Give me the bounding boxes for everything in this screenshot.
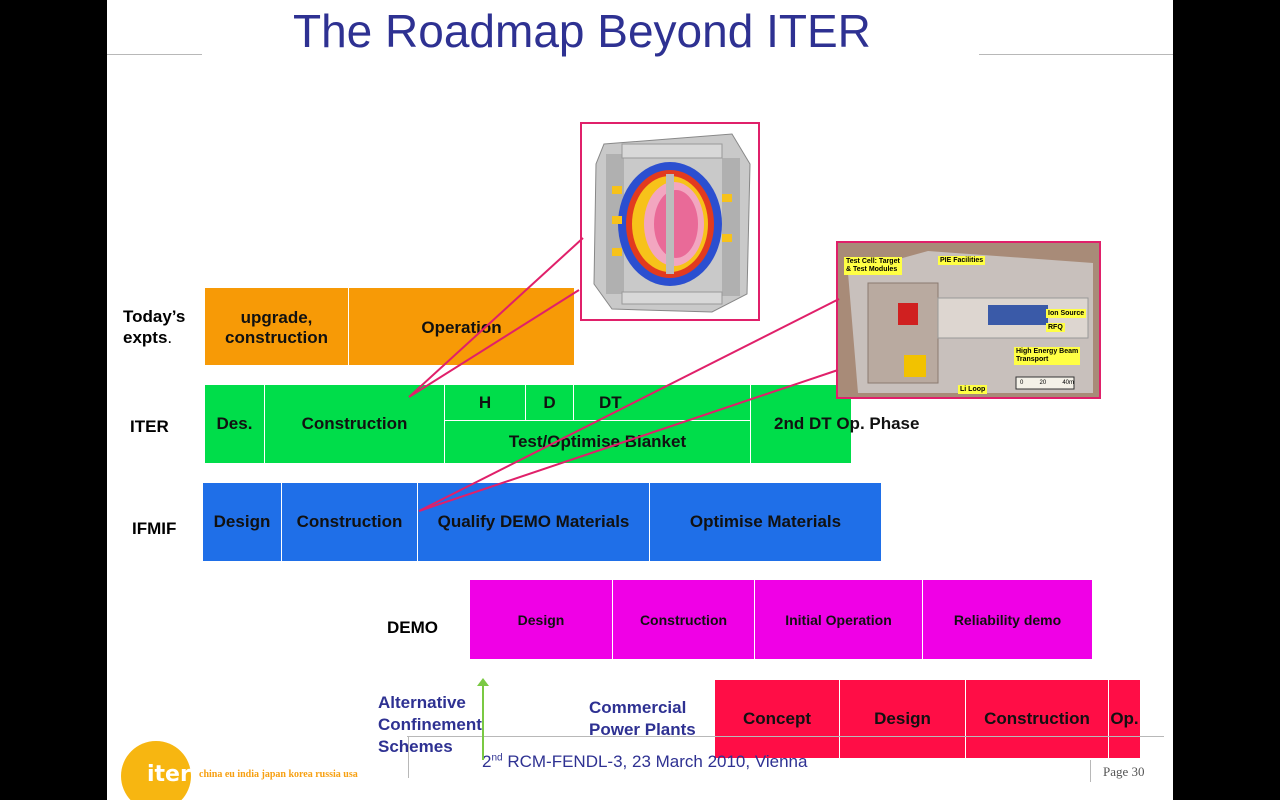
- commercial-construction-block: Construction: [984, 709, 1090, 728]
- callout-ion-source: Ion Source: [1046, 309, 1087, 318]
- demo-sep-1: [612, 580, 613, 659]
- callout-li-loop: Li Loop: [958, 385, 988, 394]
- conference-footer: 2nd RCM-FENDL-3, 23 March 2010, Vienna: [482, 752, 807, 772]
- ifmif-optimise-block: Optimise Materials: [689, 512, 842, 531]
- callout-rfq: RFQ: [1046, 323, 1065, 332]
- demo-sep-2: [754, 580, 755, 659]
- demo-design-block: Design: [517, 611, 565, 628]
- overlay-lines: [408, 237, 840, 760]
- ifmif-pointer-line-2: [418, 369, 839, 512]
- callout-hebt-line1: High Energy Beam: [1016, 348, 1079, 355]
- alternative-arrow-head: [477, 678, 489, 686]
- commercial-sep-3: [1108, 680, 1109, 758]
- ifmif-pointer-line-1: [418, 298, 840, 512]
- row-label-iter: ITER: [130, 417, 169, 436]
- iter-sep-h-d: [525, 385, 526, 420]
- page-title: The Roadmap Beyond ITER: [293, 5, 871, 57]
- ifmif-sep-1: [281, 483, 282, 561]
- iter-tokamak-image: [580, 122, 760, 321]
- footer-divider-right: [1090, 760, 1091, 782]
- ifmif-sep-2: [417, 483, 418, 561]
- todays-bar: upgrade, construction Operation: [205, 288, 574, 365]
- tokamak-pointer-line-1: [408, 237, 584, 398]
- iter-sep-d-dt: [573, 385, 574, 420]
- footer-divider-left: [408, 736, 409, 778]
- footer-rule: [407, 736, 1164, 737]
- ifmif-sep-3: [649, 483, 650, 561]
- callout-pie-facilities: PIE Facilities: [938, 256, 986, 265]
- alt-line1: Alternative: [378, 693, 466, 712]
- row-label-todays-line2: expts: [123, 328, 168, 347]
- callout-test-cell: Test Cell: Target & Test Modules: [844, 257, 902, 275]
- slide: The Roadmap Beyond ITER Today’s expts. u…: [107, 0, 1173, 800]
- commercial-op-block: Op.: [1110, 709, 1139, 728]
- row-label-todays-line1: Today’s: [123, 307, 186, 326]
- alternative-confinement-label: Alternative Confinement Schemes: [378, 692, 482, 758]
- commercial-sep-2: [965, 680, 966, 758]
- ifmif-design-block: Design: [213, 512, 271, 531]
- demo-reliability-block: Reliability demo: [953, 611, 1062, 628]
- commercial-sep-1: [839, 680, 840, 758]
- commercial-concept-block: Concept: [743, 709, 811, 728]
- title-rule-right: [979, 54, 1173, 55]
- conference-number: 2: [482, 752, 492, 771]
- ifmif-facility-image: Test Cell: Target & Test Modules PIE Fac…: [836, 241, 1101, 399]
- row-label-todays-dot: .: [167, 328, 173, 347]
- iter-sep-3: [750, 385, 751, 463]
- callout-test-cell-line1: Test Cell: Target: [846, 258, 900, 265]
- callout-hebt: High Energy Beam Transport: [1014, 347, 1081, 365]
- demo-construction-block: Construction: [639, 611, 728, 628]
- commercial-design-block: Design: [874, 709, 931, 728]
- todays-upgrade-block: upgrade, construction: [205, 308, 348, 348]
- conference-superscript: nd: [491, 752, 503, 764]
- commercial-bar: Concept Design Construction Op.: [715, 680, 1140, 758]
- demo-initial-operation-block: Initial Operation: [785, 611, 892, 628]
- conference-text: RCM-FENDL-3, 23 March 2010, Vienna: [502, 752, 808, 771]
- iter-sep-2: [444, 385, 445, 463]
- todays-separator: [348, 288, 349, 365]
- scale-bar-labels: 0 20 40m: [1020, 380, 1074, 386]
- row-label-demo: DEMO: [387, 618, 438, 637]
- alt-line2: Confinement: [378, 715, 482, 734]
- row-label-commercial: Commercial Power Plants: [589, 697, 696, 741]
- scale-20: 20: [1039, 380, 1047, 386]
- alt-line3: Schemes: [378, 737, 453, 756]
- iter-h-block: H: [478, 392, 492, 412]
- commercial-label-line2: Power Plants: [589, 720, 696, 739]
- todays-construction-text: construction: [225, 328, 328, 347]
- callout-test-cell-line2: & Test Modules: [846, 266, 898, 273]
- iter-logo-text: iter: [147, 762, 191, 787]
- iter-construction-block: Construction: [301, 414, 408, 433]
- row-label-ifmif: IFMIF: [132, 519, 177, 538]
- iter-dt-block: DT: [599, 392, 622, 412]
- commercial-label-line1: Commercial: [589, 698, 687, 717]
- callout-hebt-line2: Transport: [1016, 356, 1049, 363]
- tokamak-pointer-line-2: [408, 289, 580, 398]
- demo-sep-3: [922, 580, 923, 659]
- tokamak-illustration: [593, 133, 751, 313]
- iter-bar: Des. Construction H D DT Test/Optimise B…: [205, 385, 919, 463]
- iter-logo-circle: [121, 741, 191, 800]
- partners-text: china eu india japan korea russia usa: [199, 769, 358, 780]
- iter-des-block: Des.: [216, 414, 253, 433]
- ifmif-qualify-block: Qualify DEMO Materials: [437, 512, 630, 531]
- page-number: Page 30: [1103, 764, 1145, 779]
- iter-sep-1: [264, 385, 265, 463]
- demo-bar: Design Construction Initial Operation Re…: [470, 580, 1092, 659]
- scale-0: 0: [1020, 380, 1024, 386]
- title-rule-left: [107, 54, 202, 55]
- ifmif-bar: Design Construction Qualify DEMO Materia…: [203, 483, 881, 561]
- scale-40m: 40m: [1062, 380, 1074, 386]
- todays-operation-block: Operation: [421, 318, 502, 337]
- row-label-todays: Today’s expts.: [123, 306, 185, 348]
- ifmif-construction-block: Construction: [296, 512, 403, 531]
- todays-upgrade-text: upgrade,: [240, 308, 313, 327]
- iter-d-block: D: [543, 392, 556, 412]
